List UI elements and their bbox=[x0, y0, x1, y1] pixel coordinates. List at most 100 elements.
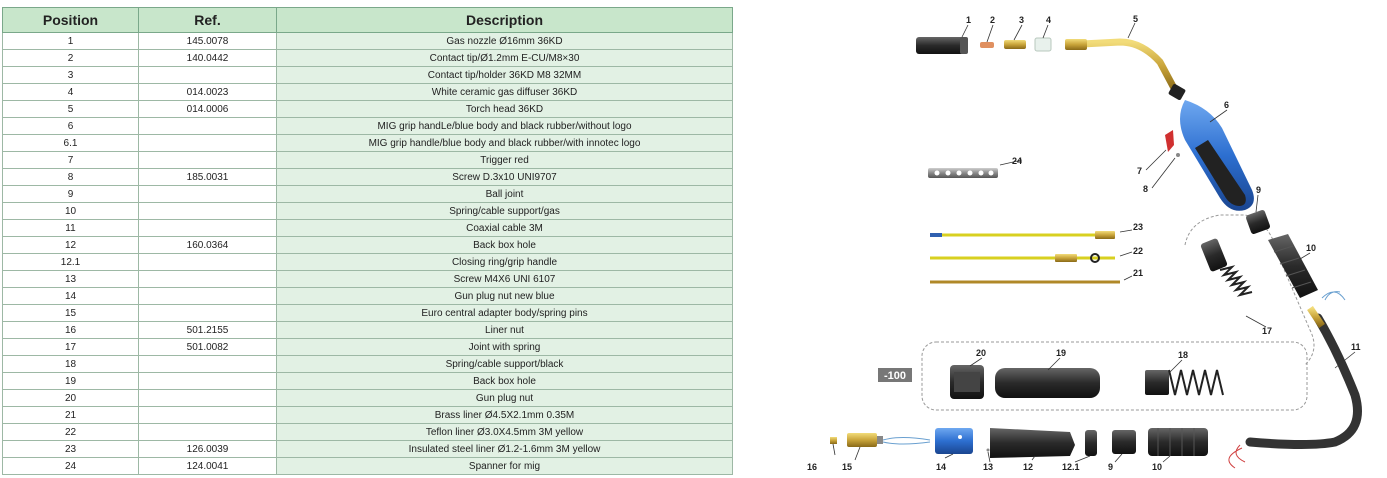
label-12-1: 12.1 bbox=[1062, 462, 1080, 472]
ref-cell: 501.0082 bbox=[138, 338, 277, 356]
position-cell: 21 bbox=[2, 406, 139, 424]
contact-tip bbox=[980, 42, 994, 48]
description-cell: Gun plug nut new blue bbox=[276, 287, 733, 305]
label-9-bottom: 9 bbox=[1108, 462, 1113, 472]
label-8: 8 bbox=[1143, 184, 1148, 194]
label-10-bottom: 10 bbox=[1152, 462, 1162, 472]
screw-13 bbox=[986, 448, 990, 452]
description-cell: Screw D.3x10 UNI9707 bbox=[276, 168, 733, 186]
trigger bbox=[1165, 130, 1174, 152]
grip-handle bbox=[1180, 100, 1254, 211]
position-cell: 10 bbox=[2, 202, 139, 220]
position-cell: 11 bbox=[2, 219, 139, 237]
table-row: 19 Back box hole bbox=[2, 372, 733, 390]
spring-support-10-bottom bbox=[1148, 428, 1208, 456]
wires-bottom bbox=[1228, 444, 1246, 469]
description-cell: MIG grip handLe/blue body and black rubb… bbox=[276, 117, 733, 135]
leader-lines bbox=[832, 22, 1356, 463]
position-cell: 24 bbox=[2, 457, 139, 475]
euro-adapter-15 bbox=[847, 433, 931, 447]
position-cell: 12 bbox=[2, 236, 139, 254]
liner-22 bbox=[930, 253, 1115, 263]
label-7: 7 bbox=[1137, 166, 1142, 176]
label-16: 16 bbox=[807, 462, 817, 472]
position-cell: 19 bbox=[2, 372, 139, 390]
header-ref: Ref. bbox=[138, 7, 277, 33]
ref-cell bbox=[138, 270, 277, 288]
position-cell: 14 bbox=[2, 287, 139, 305]
ball-joint-9-bottom bbox=[1112, 430, 1136, 454]
description-cell: Gun plug nut bbox=[276, 389, 733, 407]
ref-cell bbox=[138, 219, 277, 237]
ref-cell bbox=[138, 66, 277, 84]
position-cell: 5 bbox=[2, 100, 139, 118]
ref-cell: 014.0006 bbox=[138, 100, 277, 118]
ref-cell bbox=[138, 372, 277, 390]
description-cell: MIG grip handle/blue body and black rubb… bbox=[276, 134, 733, 152]
label-5: 5 bbox=[1133, 14, 1138, 24]
description-cell: Contact tip/Ø1.2mm E-CU/M8×30 bbox=[276, 49, 733, 67]
table-row: 14 Gun plug nut new blue bbox=[2, 287, 733, 305]
ref-cell: 124.0041 bbox=[138, 457, 277, 475]
ref-cell bbox=[138, 304, 277, 322]
description-cell: Back box hole bbox=[276, 372, 733, 390]
description-cell: Torch head 36KD bbox=[276, 100, 733, 118]
description-cell: Trigger red bbox=[276, 151, 733, 169]
ref-cell bbox=[138, 287, 277, 305]
ref-cell bbox=[138, 185, 277, 203]
spring-support-top bbox=[1268, 234, 1318, 298]
wires-top bbox=[1321, 291, 1346, 301]
joint-with-spring bbox=[1200, 238, 1253, 297]
ref-cell bbox=[138, 151, 277, 169]
description-cell: Euro central adapter body/spring pins bbox=[276, 304, 733, 322]
label-4: 4 bbox=[1046, 15, 1051, 25]
ref-cell bbox=[138, 355, 277, 373]
position-cell: 1 bbox=[2, 32, 139, 50]
label-15: 15 bbox=[842, 462, 852, 472]
description-cell: Brass liner Ø4.5X2.1mm 0.35M bbox=[276, 406, 733, 424]
ball-joint-top bbox=[1246, 210, 1270, 234]
header-position: Position bbox=[2, 7, 139, 33]
label-13: 13 bbox=[983, 462, 993, 472]
ref-cell: 501.2155 bbox=[138, 321, 277, 339]
description-cell: Liner nut bbox=[276, 321, 733, 339]
label-11: 11 bbox=[1351, 342, 1361, 352]
description-cell: Gas nozzle Ø16mm 36KD bbox=[276, 32, 733, 50]
ref-cell bbox=[138, 423, 277, 441]
coaxial-cable bbox=[1245, 313, 1362, 449]
description-cell: Back box hole bbox=[276, 236, 733, 254]
ref-cell: 140.0442 bbox=[138, 49, 277, 67]
group-outline-17 bbox=[1184, 214, 1315, 366]
position-cell: 9 bbox=[2, 185, 139, 203]
description-cell: Insulated steel liner Ø1.2-1.6mm 3M yell… bbox=[276, 440, 733, 458]
label-14: 14 bbox=[936, 462, 946, 472]
label-19: 19 bbox=[1056, 348, 1066, 358]
ref-cell: 160.0364 bbox=[138, 236, 277, 254]
label-23: 23 bbox=[1133, 222, 1143, 232]
liner-23 bbox=[930, 231, 1115, 239]
description-cell: Spanner for mig bbox=[276, 457, 733, 475]
description-cell: Joint with spring bbox=[276, 338, 733, 356]
ref-cell bbox=[138, 389, 277, 407]
description-cell: Closing ring/grip handle bbox=[276, 253, 733, 271]
torch-head bbox=[1065, 38, 1186, 100]
screw-8 bbox=[1176, 153, 1180, 157]
